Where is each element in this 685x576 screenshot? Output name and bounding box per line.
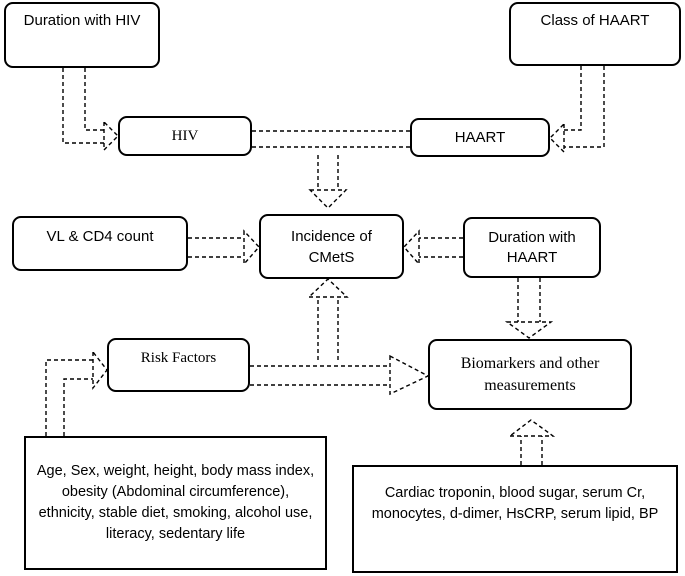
node-biomarkers-label: Biomarkers and other measurements (460, 354, 600, 394)
node-hiv-label: HIV (171, 127, 199, 144)
node-risk-factor-list: Age, Sex, weight, height, body mass inde… (24, 436, 327, 570)
arrow-duration-hiv-to-hiv (62, 68, 104, 144)
arrowhead-class-haart (549, 122, 565, 154)
node-class-of-haart: Class of HAART (509, 2, 681, 66)
arrowhead-down-to-incidence (308, 189, 348, 209)
node-risk-factor-list-text: Age, Sex, weight, height, body mass inde… (36, 463, 315, 542)
node-risk-factors: Risk Factors (107, 338, 250, 392)
arrow-class-haart-to-haart (564, 66, 582, 131)
node-haart-label: HAART (454, 129, 506, 146)
node-vl-cd4-count: VL & CD4 count (12, 216, 188, 271)
node-hiv: HIV (118, 116, 252, 156)
arrow-vl-to-incidence (188, 237, 244, 258)
arrow-biomarkerlist-to-biomarkers (520, 436, 543, 465)
arrowhead-duration-hiv (103, 120, 119, 152)
arrowhead-vl-to-incidence (243, 229, 260, 266)
arrow-duration-haart-to-biomarkers (517, 278, 541, 322)
node-biomarkers: Biomarkers and other measurements (428, 339, 632, 410)
node-incidence-of-cmets-label: Incidence of CMetS (291, 227, 372, 266)
arrow-duration-hiv-to-hiv-inner (84, 68, 104, 131)
node-duration-with-hiv-label: Duration with HIV (23, 12, 141, 29)
arrowhead-duration-haart-to-incidence (403, 229, 420, 266)
arrowhead-risklist-to-riskfactors (92, 349, 108, 391)
arrowhead-risk-to-biomarkers (389, 354, 430, 396)
node-duration-with-haart: Duration with HAART (463, 217, 601, 278)
node-incidence-of-cmets: Incidence of CMetS (259, 214, 404, 279)
node-risk-factors-label: Risk Factors (140, 350, 217, 366)
arrow-risk-to-biomarkers (250, 365, 390, 386)
arrow-risklist-to-riskfactors (45, 359, 93, 436)
node-haart: HAART (410, 118, 550, 157)
arrow-risk-to-incidence-shaft (317, 297, 339, 360)
node-duration-with-haart-label: Duration with HAART (488, 228, 576, 266)
node-biomarker-list-text: Cardiac troponin, blood sugar, serum Cr,… (371, 485, 659, 522)
node-vl-cd4-count-label: VL & CD4 count (46, 228, 154, 245)
arrowhead-duration-haart-to-biomarkers (504, 321, 554, 339)
arrow-class-haart-to-haart-inner (564, 66, 605, 148)
arrowhead-risk-to-incidence (307, 278, 349, 298)
arrow-down-to-incidence-shaft (317, 155, 339, 190)
node-class-of-haart-label: Class of HAART (540, 12, 650, 29)
arrow-duration-haart-to-incidence (419, 237, 463, 258)
arrowhead-biomarkerlist-to-biomarkers (507, 419, 556, 437)
node-biomarker-list: Cardiac troponin, blood sugar, serum Cr,… (352, 465, 678, 573)
node-duration-with-hiv: Duration with HIV (4, 2, 160, 68)
